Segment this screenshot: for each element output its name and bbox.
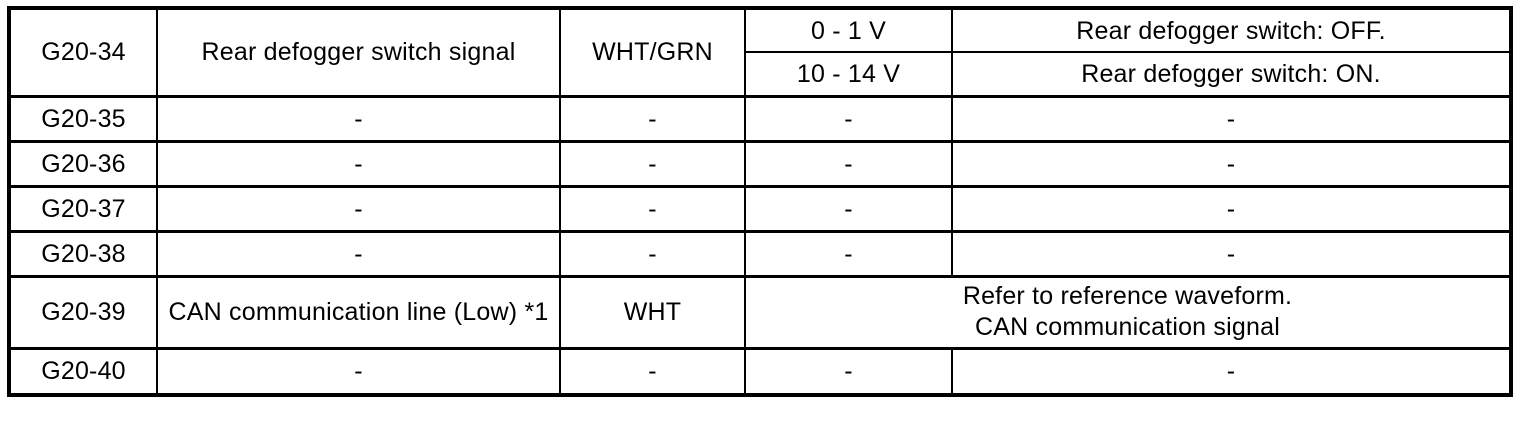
terminal-signal-table: G20-34 Rear defogger switch signal WHT/G… <box>7 6 1513 397</box>
signal-cell: - <box>156 94 561 143</box>
signal-cell: Rear defogger switch signal <box>156 6 561 98</box>
voltage-cell: 0 - 1 V <box>744 6 953 53</box>
terminal-cell: G20-35 <box>8 94 158 143</box>
condition-cell: - <box>951 139 1512 188</box>
voltage-cell: - <box>744 346 953 397</box>
terminal-cell: G20-37 <box>8 184 158 233</box>
voltage-cell: 10 - 14 V <box>744 51 953 98</box>
note-line: CAN communication signal <box>975 313 1280 341</box>
wire-color-cell: WHT/GRN <box>559 6 746 98</box>
note-line: Refer to reference waveform. <box>962 282 1293 310</box>
table-row: G20-34 Rear defogger switch signal WHT/G… <box>8 6 1512 98</box>
table-row: G20-37 - - - - <box>8 184 1512 233</box>
terminal-cell: G20-36 <box>8 139 158 188</box>
table-row: G20-38 - - - - <box>8 229 1512 278</box>
wire-color-cell: - <box>559 139 746 188</box>
reference-note-cell: Refer to reference waveform. CAN communi… <box>744 274 1512 350</box>
condition-cell: - <box>951 346 1512 397</box>
condition-cell: - <box>951 184 1512 233</box>
terminal-cell: G20-40 <box>8 346 158 397</box>
wire-color-cell: - <box>559 94 746 143</box>
table-row: 10 - 14 V Rear defogger switch: ON. <box>9 51 1512 98</box>
table-row: G20-40 - - - - <box>8 346 1512 397</box>
wire-color-cell: - <box>559 184 746 233</box>
wire-color-cell: - <box>559 229 746 278</box>
wire-color-cell: - <box>559 346 746 397</box>
signal-cell: - <box>156 229 561 278</box>
voltage-cell: - <box>744 94 953 143</box>
signal-cell: CAN communication line (Low) *1 <box>156 274 561 350</box>
terminal-cell: G20-34 <box>8 6 158 98</box>
condition-cell: - <box>951 94 1512 143</box>
voltage-cell: - <box>744 229 953 278</box>
signal-cell: - <box>156 139 561 188</box>
wire-color-cell: WHT <box>559 274 746 350</box>
signal-cell: - <box>156 184 561 233</box>
voltage-cell: - <box>744 139 953 188</box>
terminal-cell: G20-38 <box>8 229 158 278</box>
table-row: G20-39 CAN communication line (Low) *1 W… <box>8 274 1512 350</box>
table-row: G20-36 - - - - <box>8 139 1512 188</box>
terminal-cell: G20-39 <box>8 274 158 350</box>
condition-cell: - <box>951 229 1512 278</box>
voltage-cell: - <box>744 184 953 233</box>
condition-cell: Rear defogger switch: ON. <box>951 51 1512 98</box>
table-row: G20-35 - - - - <box>8 94 1512 143</box>
signal-cell: - <box>156 346 561 397</box>
condition-cell: Rear defogger switch: OFF. <box>951 6 1512 53</box>
